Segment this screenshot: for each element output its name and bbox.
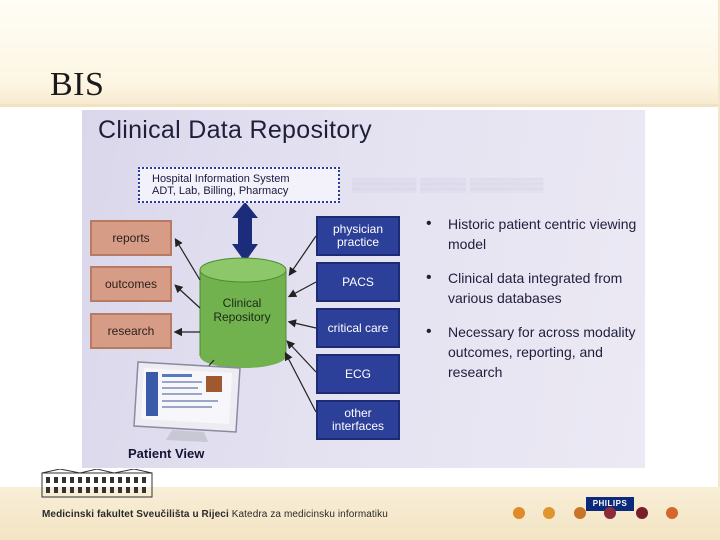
footer-institution-rest: Katedra za medicinsku informatiku <box>228 509 388 520</box>
footer-institution: Medicinski fakultet Sveučilišta u Rijeci… <box>42 509 388 520</box>
slide-footer <box>0 487 720 540</box>
footer-dot <box>543 507 555 519</box>
footer-dot <box>604 507 616 519</box>
right-box-other-interfaces: other interfaces <box>316 400 400 440</box>
right-box-critical-care: critical care <box>316 308 400 348</box>
his-box: Hospital Information System ADT, Lab, Bi… <box>138 167 340 203</box>
left-box-research: research <box>90 313 172 349</box>
his-repository-double-arrow <box>232 202 258 262</box>
footer-dot <box>636 507 648 519</box>
footer-dot <box>574 507 586 519</box>
bullet-item: Clinical data integrated from various da… <box>422 268 642 308</box>
slide-title: BIS <box>50 66 105 103</box>
footer-dot <box>666 507 678 519</box>
patient-view-label: Patient View <box>128 446 205 461</box>
right-box-line-1: other <box>344 406 372 420</box>
right-box-line-1: physician <box>332 222 384 236</box>
repository-label-line-2: Repository <box>213 310 271 324</box>
clinical-data-repository-image: Clinical Data Repository ▒▒▒▒▒▒▒ ▒▒▒▒▒ ▒… <box>82 110 645 468</box>
his-line-1: Hospital Information System <box>152 173 290 185</box>
right-box-pacs: PACS <box>316 262 400 302</box>
faculty-building-logo <box>41 469 153 498</box>
philips-logo: PHILIPS <box>586 497 634 511</box>
slide-edge <box>718 0 720 540</box>
right-box-line-2: interfaces <box>331 419 385 433</box>
patient-view-monitor-icon <box>133 361 241 442</box>
repository-label: Clinical Repository <box>200 296 284 324</box>
right-box-ecg: ECG <box>316 354 400 394</box>
bullet-item: Necessary for across modality outcomes, … <box>422 322 642 382</box>
background-ghost-text: ▒▒▒▒▒▒▒ ▒▒▒▒▒ ▒▒▒▒▒▒▒▒ <box>352 177 544 192</box>
bullet-item: Historic patient centric viewing model <box>422 214 642 254</box>
repository-label-line-1: Clinical <box>222 296 262 310</box>
title-rule <box>0 104 720 107</box>
connector-arrows <box>173 202 317 413</box>
right-box-physician-practice: physician practice <box>316 216 400 256</box>
footer-institution-bold: Medicinski fakultet Sveučilišta u Rijeci <box>42 509 229 520</box>
his-line-2: ADT, Lab, Billing, Pharmacy <box>152 185 289 197</box>
footer-dot <box>513 507 525 519</box>
bullet-list: Historic patient centric viewing model C… <box>422 214 642 396</box>
title-band <box>0 0 720 105</box>
left-box-reports: reports <box>90 220 172 256</box>
right-box-line-2: practice <box>336 235 380 249</box>
left-box-outcomes: outcomes <box>90 266 172 302</box>
diagram-title: Clinical Data Repository <box>98 116 372 144</box>
repository-cylinder-icon <box>199 257 287 368</box>
